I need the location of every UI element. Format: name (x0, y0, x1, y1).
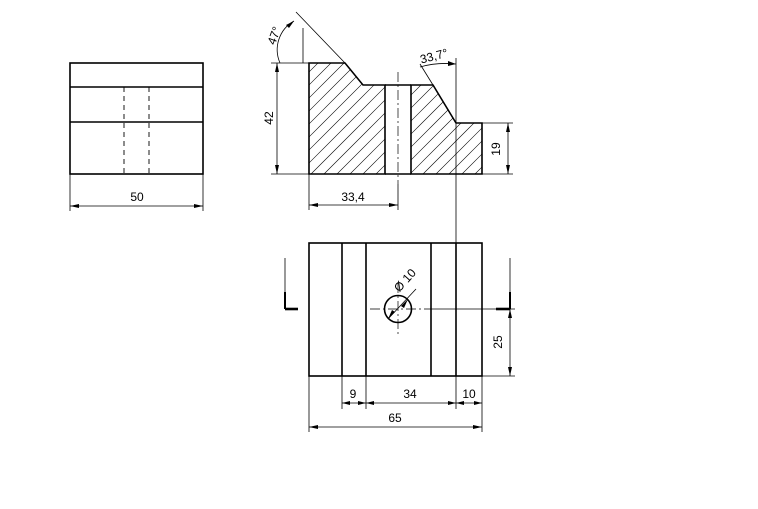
dimension-angle-47: 47° (265, 11, 346, 64)
top-view (308, 242, 483, 377)
hatch-line (185, 80, 283, 178)
dim-label-10: 10 (462, 387, 476, 401)
dimension-hole-position-25: 25 (426, 308, 515, 377)
hatch-line (99, 60, 217, 178)
dimension-offset-33-4: 33,4 (308, 174, 399, 210)
hatch-line (172, 80, 270, 178)
hatch-line (444, 85, 482, 174)
dim-label-65: 65 (388, 411, 402, 425)
dimension-slots: 9 34 10 (341, 376, 483, 432)
hatch-line (384, 63, 385, 174)
hatch-left (0, 60, 385, 178)
hatch-line (0, 60, 113, 178)
dimension-height-42: 42 (262, 62, 309, 175)
hatch-line (371, 63, 385, 174)
hatch-line (319, 63, 385, 174)
hatch-line (8, 60, 126, 178)
hatch-line (107, 80, 205, 178)
hatch-line (21, 60, 139, 178)
hatch-line (470, 85, 482, 174)
dim-label-9: 9 (350, 387, 357, 401)
hatch-line (418, 85, 482, 174)
dim-label-42: 42 (262, 111, 276, 125)
hatch-line (237, 80, 335, 178)
hatch-line (112, 60, 230, 178)
dim-label-33-4: 33,4 (341, 190, 365, 204)
hatch-line (411, 85, 479, 174)
hatch-line (151, 60, 269, 178)
section-mark-right (496, 258, 511, 311)
hatch-line (484, 80, 582, 178)
side-view (69, 62, 204, 175)
hatch-line (345, 63, 385, 174)
dim-label-47-deg: 47° (265, 25, 284, 47)
dim-label-25: 25 (491, 335, 505, 349)
hatch-line (411, 85, 440, 174)
hatch-line (309, 63, 335, 174)
hatch-line (411, 85, 482, 174)
hatch-line (211, 80, 309, 178)
hatch-line (309, 63, 385, 174)
hatch-right (107, 80, 582, 178)
hatch-line (0, 60, 100, 178)
hatch-line (309, 63, 385, 174)
hatch-line (457, 85, 482, 174)
hatch-line (411, 85, 453, 174)
dim-label-19: 19 (489, 142, 503, 156)
hatch-line (159, 80, 257, 178)
hatch-line (431, 85, 482, 174)
dimension-hole-diameter: Ø 10 (387, 266, 419, 320)
hatch-line (309, 63, 374, 174)
hatch-line (146, 80, 244, 178)
hatch-line (309, 63, 348, 174)
section-mark-left (284, 258, 298, 311)
hatch-line (73, 60, 191, 178)
hatch-line (125, 60, 243, 178)
hatch-line (332, 63, 385, 174)
hatch-line (309, 63, 361, 174)
hatch-line (86, 60, 204, 178)
hatch-line (309, 63, 385, 174)
dimension-height-19: 19 (482, 122, 513, 175)
hatch-line (133, 80, 231, 178)
hatch-line (60, 60, 178, 178)
hatch-line (190, 60, 308, 178)
hatch-line (198, 80, 296, 178)
hatch-line (224, 80, 322, 178)
hatch-line (411, 85, 482, 174)
hatch-line (47, 60, 165, 178)
hatch-line (358, 63, 385, 174)
hatch-line (250, 80, 348, 178)
dim-label-34: 34 (403, 387, 417, 401)
dim-label-50: 50 (130, 190, 144, 204)
hatch-line (138, 60, 256, 178)
hatch-line (309, 63, 385, 174)
hatch-line (34, 60, 152, 178)
dimension-side-width: 50 (69, 174, 204, 211)
dimension-overall-65: 65 (308, 376, 482, 432)
